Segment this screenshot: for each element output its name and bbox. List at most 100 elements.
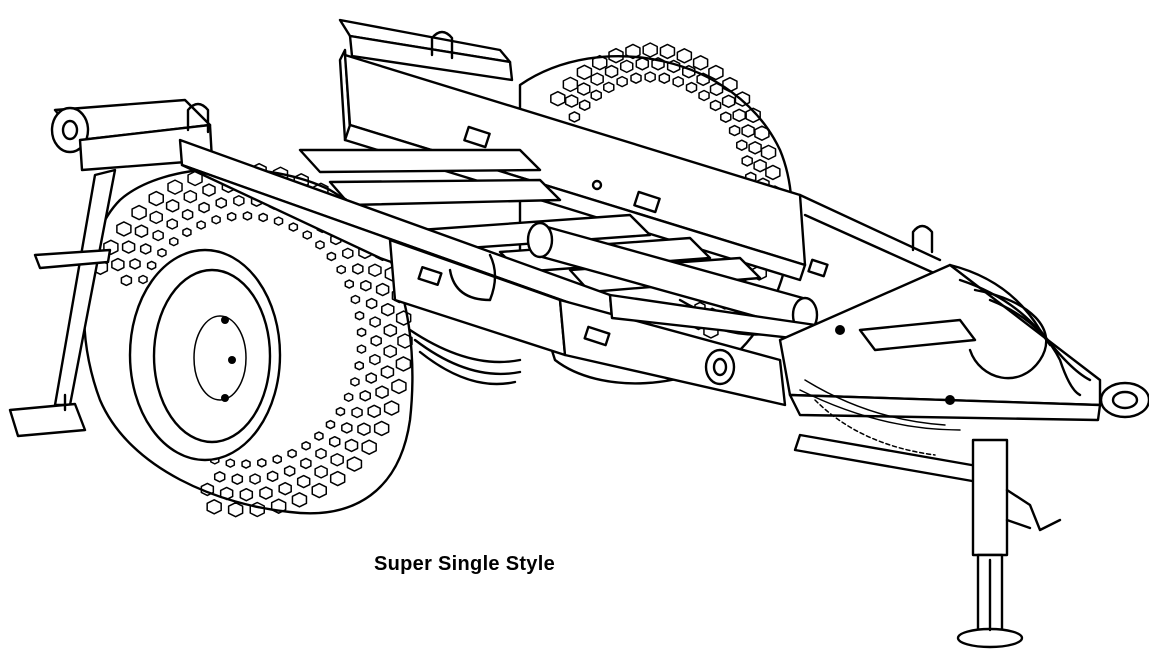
tread-block [692,55,709,71]
tread-block [315,240,325,250]
tread-block [357,422,371,436]
tread-block [314,465,328,479]
tread-block [350,377,360,387]
tread-block [765,164,781,181]
tread-block [698,89,710,102]
tread-block [720,111,732,123]
tread-block [368,263,382,278]
tread-block [283,465,296,477]
tread-block [139,243,152,255]
tread-block [166,218,178,230]
tread-block [708,64,724,81]
tread-block [608,47,624,64]
tread-block [375,385,389,399]
tread-block [167,179,183,195]
tread-block [227,501,244,518]
tread-block [287,448,297,459]
tread-block [375,282,390,297]
tread-block [666,59,681,74]
tread-block [131,204,147,221]
tread-block [550,90,566,107]
tread-block [381,302,395,317]
tread-block [383,323,398,338]
tread-block [121,240,136,254]
tread-block [672,75,684,88]
tread-block [745,107,761,124]
tread-block [732,108,746,123]
tread-block [325,419,336,430]
tread-block [200,482,215,497]
tread-block [591,54,608,71]
tread-block [373,420,390,437]
tread-block [395,310,412,326]
tread-block [134,224,149,238]
tread-block [391,378,407,395]
tread-block [146,260,157,271]
tread-block [315,447,327,460]
tread-block [350,294,361,305]
tread-block [741,155,753,167]
tread-block [152,229,164,242]
tread-block [120,274,133,287]
tread-block [604,64,619,79]
tread-block [239,487,254,502]
tread-block [157,247,167,258]
tread-block [619,59,634,74]
tread-block [351,406,363,419]
tread-block [129,258,141,270]
tread-block [241,459,251,469]
tread-block [658,72,671,84]
tread-block [383,400,400,416]
tread-block [635,57,650,71]
tread-block [202,183,216,197]
tread-block [165,199,180,213]
tread-block [659,43,676,60]
tread-block [380,365,395,379]
tread-block [642,42,658,58]
tread-block [182,227,192,238]
tread-block [272,454,282,465]
tread-block [365,297,378,310]
tread-block [630,72,642,84]
tread-block [149,210,163,225]
tread-block [336,264,346,275]
tread-block [233,195,245,207]
tread-block [300,457,312,470]
tread-block [344,438,359,453]
tread-block [181,208,194,221]
tread-block [198,201,210,214]
tread-block [383,344,397,359]
tread-block [356,327,367,338]
figure-caption: Super Single Style [374,553,556,575]
tread-block [590,72,604,86]
tongue-jack [956,438,1062,649]
tread-block [273,216,284,226]
tread-block [249,473,261,485]
tread-block [196,220,206,230]
tread-block [270,498,287,514]
tread-block [644,71,656,83]
tread-block [302,230,312,240]
tread-block [242,211,253,221]
tread-block [257,458,267,468]
tread-block [138,274,148,285]
tread-block [578,99,591,111]
tread-block [365,372,377,384]
tread-block [258,212,268,223]
tread-block [360,279,372,292]
tread-block [734,91,751,107]
tread-block [215,197,227,209]
tread-block [226,211,237,222]
tread-block [625,43,641,60]
tread-block [356,344,367,354]
tread-block [760,144,777,161]
tread-block [577,82,591,96]
tread-block [736,139,748,151]
tread-block [225,458,236,468]
tread-block [343,392,354,402]
tread-block [352,263,364,275]
tread-block [651,57,665,71]
tread-block [335,406,346,417]
tread-block [367,404,381,419]
